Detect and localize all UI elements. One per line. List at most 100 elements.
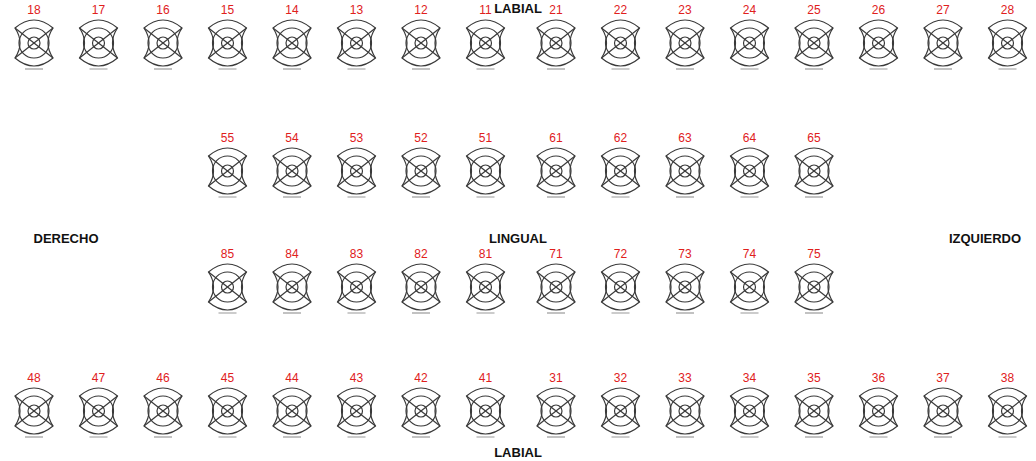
tooth-number: 84	[285, 248, 298, 260]
tooth-number: 45	[221, 372, 234, 384]
tooth-number: 74	[743, 248, 756, 260]
tooth-number: 16	[156, 4, 169, 16]
tooth-number: 17	[92, 4, 105, 16]
tooth-symbol	[402, 264, 440, 313]
tooth-number: 34	[743, 372, 756, 384]
tooth-number: 36	[872, 372, 885, 384]
tooth-number: 15	[221, 4, 234, 16]
tooth-number: 52	[414, 132, 427, 144]
tooth-symbol	[273, 388, 311, 437]
tooth-number: 18	[27, 4, 40, 16]
tooth-number: 51	[479, 132, 492, 144]
tooth-number: 42	[414, 372, 427, 384]
tooth-symbol	[209, 388, 247, 437]
tooth-number: 47	[92, 372, 105, 384]
tooth-number: 21	[549, 4, 562, 16]
tooth-number: 63	[678, 132, 691, 144]
tooth-symbol	[467, 148, 505, 197]
tooth-number: 32	[614, 372, 627, 384]
tooth-symbol	[666, 264, 704, 313]
tooth-symbol	[731, 388, 769, 437]
tooth-number: 43	[350, 372, 363, 384]
tooth-number: 83	[350, 248, 363, 260]
tooth-number: 11	[479, 4, 491, 16]
tooth-symbol	[537, 148, 575, 197]
tooth-symbol	[602, 264, 640, 313]
tooth-number: 46	[156, 372, 169, 384]
tooth-number: 12	[414, 4, 427, 16]
tooth-number: 13	[350, 4, 363, 16]
tooth-number: 22	[614, 4, 627, 16]
tooth-symbol	[402, 20, 440, 69]
tooth-number: 24	[743, 4, 756, 16]
tooth-symbol	[209, 20, 247, 69]
tooth-symbol	[80, 20, 118, 69]
tooth-symbol	[467, 20, 505, 69]
tooth-symbol	[924, 388, 962, 437]
tooth-symbol	[731, 264, 769, 313]
tooth-number: 75	[807, 248, 820, 260]
tooth-symbol	[795, 388, 833, 437]
tooth-number: 61	[549, 132, 562, 144]
tooth-symbol	[80, 388, 118, 437]
tooth-symbol	[860, 20, 898, 69]
tooth-number: 35	[807, 372, 820, 384]
tooth-symbol	[795, 264, 833, 313]
side-label: DERECHO	[33, 232, 98, 245]
tooth-number: 28	[1001, 4, 1014, 16]
tooth-symbol	[731, 20, 769, 69]
tooth-symbol	[467, 264, 505, 313]
tooth-symbol	[537, 20, 575, 69]
tooth-symbol	[15, 20, 53, 69]
tooth-symbol	[338, 388, 376, 437]
tooth-number: 26	[872, 4, 885, 16]
tooth-symbol	[989, 20, 1027, 69]
side-label: IZQUIERDO	[949, 232, 1021, 245]
tooth-number: 73	[678, 248, 691, 260]
tooth-number: 55	[221, 132, 234, 144]
tooth-number: 65	[807, 132, 820, 144]
tooth-number: 44	[285, 372, 298, 384]
tooth-number: 53	[350, 132, 363, 144]
tooth-number: 72	[614, 248, 627, 260]
tooth-number: 85	[221, 248, 234, 260]
tooth-symbol	[209, 264, 247, 313]
tooth-number: 41	[479, 372, 492, 384]
tooth-symbol	[795, 20, 833, 69]
tooth-number: 38	[1001, 372, 1014, 384]
tooth-number: 37	[936, 372, 949, 384]
tooth-symbol	[602, 148, 640, 197]
tooth-symbol	[602, 388, 640, 437]
tooth-symbol	[338, 20, 376, 69]
tooth-symbol	[467, 388, 505, 437]
tooth-symbol	[860, 388, 898, 437]
tooth-symbol	[273, 264, 311, 313]
tooth-symbol	[795, 148, 833, 197]
tooth-number: 31	[549, 372, 562, 384]
tooth-number: 54	[285, 132, 298, 144]
tooth-symbol	[924, 20, 962, 69]
tooth-number: 62	[614, 132, 627, 144]
tooth-symbol	[537, 264, 575, 313]
tooth-symbol	[666, 20, 704, 69]
tooth-symbol	[144, 388, 182, 437]
tooth-symbol	[338, 148, 376, 197]
tooth-number: 23	[678, 4, 691, 16]
tooth-symbol	[602, 20, 640, 69]
tooth-symbol	[338, 264, 376, 313]
tooth-symbol	[144, 20, 182, 69]
tooth-symbol	[537, 388, 575, 437]
tooth-number: 14	[285, 4, 298, 16]
tooth-number: 71	[549, 248, 562, 260]
tooth-symbol	[209, 148, 247, 197]
tooth-symbol	[989, 388, 1027, 437]
tooth-number: 33	[678, 372, 691, 384]
tooth-symbol	[273, 20, 311, 69]
tooth-number: 25	[807, 4, 820, 16]
tooth-symbol	[15, 388, 53, 437]
surface-label: LABIAL	[494, 1, 542, 14]
tooth-symbol	[402, 388, 440, 437]
tooth-number: 27	[936, 4, 949, 16]
tooth-number: 64	[743, 132, 756, 144]
